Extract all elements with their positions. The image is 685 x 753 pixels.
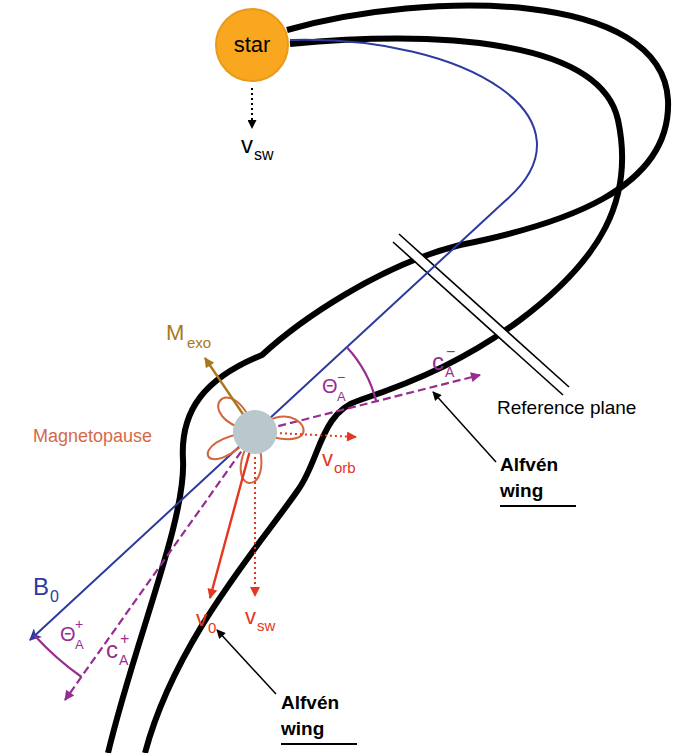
vector-subscript: A <box>119 653 128 667</box>
leader-arrow <box>433 392 496 462</box>
vector-symbol: c <box>106 638 118 662</box>
star-circle: star <box>215 8 289 82</box>
angle-arc <box>347 347 376 401</box>
relative-velocity-arrow <box>210 432 255 598</box>
reference-plane-line <box>393 242 563 395</box>
alfven-wing-boundary <box>108 6 668 753</box>
vector-symbol: v <box>245 606 256 628</box>
vector-superscript: + <box>120 631 129 647</box>
vector-superscript: − <box>446 344 455 360</box>
magnetopause-outline <box>208 398 304 484</box>
node-text-holder: star <box>215 8 289 82</box>
wind-velocity-arrow <box>254 432 256 596</box>
vector-symbol: B <box>33 575 49 599</box>
vector-symbol: v <box>322 448 333 470</box>
vector-subscript: orb <box>334 460 356 475</box>
vector-symbol: M <box>166 322 184 344</box>
wind-direction-arrow <box>251 88 253 128</box>
node-label: star <box>234 34 271 56</box>
wing-label: Alfvén wing <box>500 452 576 507</box>
reference-plane-gap <box>396 238 566 391</box>
vector-subscript: sw <box>254 147 274 163</box>
vector-subscript: 0 <box>208 620 216 635</box>
plane-label: Reference plane <box>497 398 636 417</box>
vector-symbol: v <box>196 608 207 630</box>
angle-subscript: A <box>75 638 84 651</box>
alfven-wing-boundary <box>145 39 622 753</box>
vector-subscript: sw <box>257 618 275 633</box>
angle-superscript: − <box>337 370 345 384</box>
angle-symbol: Θ <box>60 624 76 644</box>
alfven-characteristic <box>65 432 255 700</box>
angle-subscript: A <box>337 390 346 403</box>
alfven-characteristic <box>255 375 480 432</box>
region-label: Magnetopause <box>33 427 152 445</box>
node-shape <box>216 9 288 81</box>
vector-subscript: 0 <box>50 589 59 605</box>
leader-arrow <box>217 630 276 694</box>
angle-superscript: + <box>75 617 83 631</box>
angle-symbol: Θ <box>322 376 338 396</box>
reference-plane-line <box>399 234 569 387</box>
vector-subscript: exo <box>187 335 211 350</box>
exoplanet <box>233 410 277 454</box>
vector-subscript: A <box>445 365 454 379</box>
wing-label: Alfvén wing <box>281 690 357 745</box>
vector-symbol: c <box>432 350 444 374</box>
field-line <box>30 40 537 640</box>
vector-symbol: v <box>241 133 253 157</box>
